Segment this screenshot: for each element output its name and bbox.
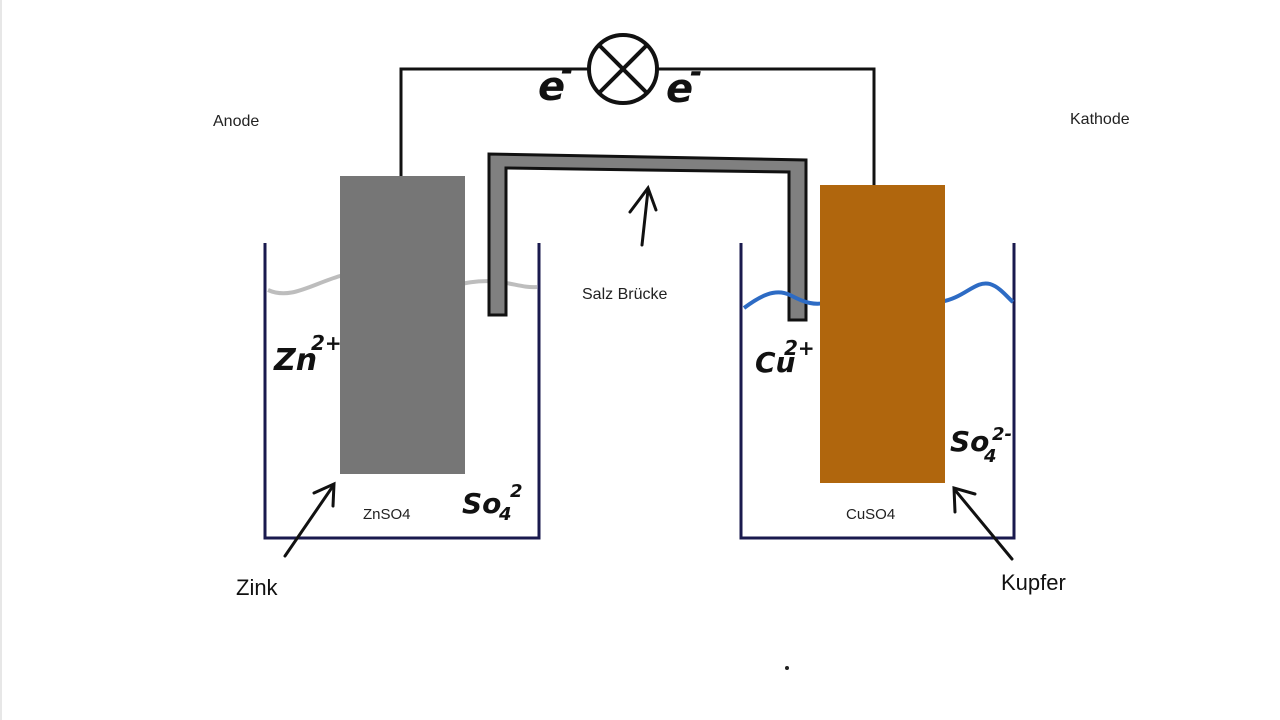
sulfate-right-label: So — [950, 425, 989, 458]
lamp-icon — [587, 33, 659, 105]
left-solution-label: ZnSO4 — [363, 506, 411, 523]
copper-ion-charge: 2+ — [784, 336, 815, 360]
right-solution-label: CuSO4 — [846, 506, 895, 523]
zinc-ion-charge: 2+ — [311, 331, 342, 355]
sulfate-right-charge: 2- — [992, 424, 1012, 445]
copper-pointer-arrow-icon — [952, 485, 1014, 561]
electron-right-charge: - — [690, 55, 702, 90]
stray-dot — [785, 666, 789, 670]
electron-left-label: e — [538, 64, 565, 110]
cathode-label: Kathode — [1070, 111, 1130, 128]
sulfate-left-subscript: 4 — [498, 504, 512, 525]
wire-left — [399, 67, 590, 176]
zinc-label: Zink — [236, 575, 279, 600]
left-beaker — [263, 243, 541, 540]
salt-bridge — [487, 152, 808, 322]
sulfate-left-charge: 2 — [510, 481, 523, 502]
salt-bridge-arrow-icon — [628, 184, 658, 247]
sulfate-right-subscript: 4 — [983, 446, 997, 467]
electron-left-charge: - — [561, 53, 573, 88]
zinc-electrode — [340, 176, 465, 474]
zinc-pointer-arrow-icon — [283, 481, 336, 558]
zinc-ion-label: Zn — [273, 343, 317, 378]
wire-right — [657, 67, 876, 186]
anode-label: Anode — [213, 113, 259, 130]
right-beaker — [739, 243, 1016, 540]
copper-label: Kupfer — [1001, 570, 1066, 595]
copper-ion-label: Cu — [755, 346, 796, 379]
sulfate-left-label: So — [462, 487, 501, 520]
electron-right-label: e — [666, 66, 693, 112]
salt-bridge-label: Salz Brücke — [582, 286, 667, 303]
copper-electrode — [820, 185, 945, 483]
